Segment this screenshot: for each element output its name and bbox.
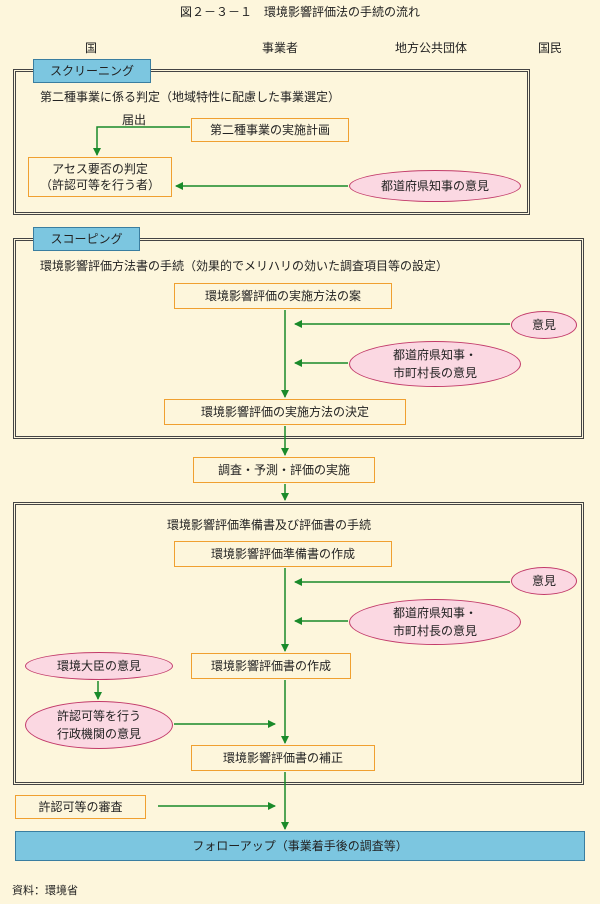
assessment-necessity-box: アセス要否の判定 （許認可等を行う者） [28,157,172,197]
agency-line-2: 行政機関の意見 [56,727,141,741]
governor-line-1: 都道府県知事・ [392,348,477,362]
governor-mayor-opinion-ellipse: 都道府県知事・ 市町村長の意見 [349,341,521,387]
screening-tab: スクリーニング [33,59,151,83]
column-header-national: 国 [85,41,98,55]
decision-line-2: （許認可等を行う者） [39,178,160,192]
scoping-section [13,238,584,439]
column-header-business: 事業者 [262,41,299,55]
method-decision-box: 環境影響評価の実施方法の決定 [164,399,406,425]
column-header-local: 地方公共団体 [395,41,468,55]
report-box: 環境影響評価書の作成 [191,653,351,679]
governor-mayor-opinion-ellipse-2: 都道府県知事・ 市町村長の意見 [349,599,521,645]
minister-opinion-ellipse: 環境大臣の意見 [25,652,173,680]
governor-opinion-ellipse: 都道府県知事の意見 [349,170,521,202]
assessment-section [13,502,584,785]
revision-box: 環境影響評価書の補正 [191,745,375,771]
screening-section [13,69,530,215]
governor-line-1b: 都道府県知事・ [392,606,477,620]
scoping-heading: 環境影響評価方法書の手続（効果的でメリハリの効いた調査項目等の設定） [40,259,449,273]
draft-report-box: 環境影響評価準備書の作成 [174,541,392,567]
method-draft-box: 環境影響評価の実施方法の案 [174,283,392,309]
screening-heading: 第二種事業に係る判定（地域特性に配慮した事業選定） [40,90,341,104]
figure-title: 図２－３－１ 環境影響評価法の手続の流れ [179,5,420,19]
scoping-tab: スコーピング [33,227,140,251]
citizen-opinion-ellipse: 意見 [511,311,577,339]
notification-arrow [93,126,190,156]
followup-bar: フォローアップ（事業着手後の調査等） [15,831,585,861]
governor-line-2: 市町村長の意見 [392,366,477,380]
agency-opinion-ellipse: 許認可等を行う 行政機関の意見 [25,701,173,749]
governor-line-2b: 市町村長の意見 [392,624,477,638]
agency-line-1: 許認可等を行う [56,709,141,723]
assessment-heading: 環境影響評価準備書及び評価書の手続 [167,518,372,532]
type2-plan-box: 第二種事業の実施計画 [191,118,349,142]
citizen-opinion-ellipse-2: 意見 [511,567,577,595]
notification-label: 届出 [122,113,147,127]
survey-box: 調査・予測・評価の実施 [193,457,375,483]
decision-line-1: アセス要否の判定 [52,162,148,176]
permit-review-box: 許認可等の審査 [15,795,146,819]
source-note: 資料：環境省 [12,884,78,897]
column-header-citizens: 国民 [538,41,563,55]
